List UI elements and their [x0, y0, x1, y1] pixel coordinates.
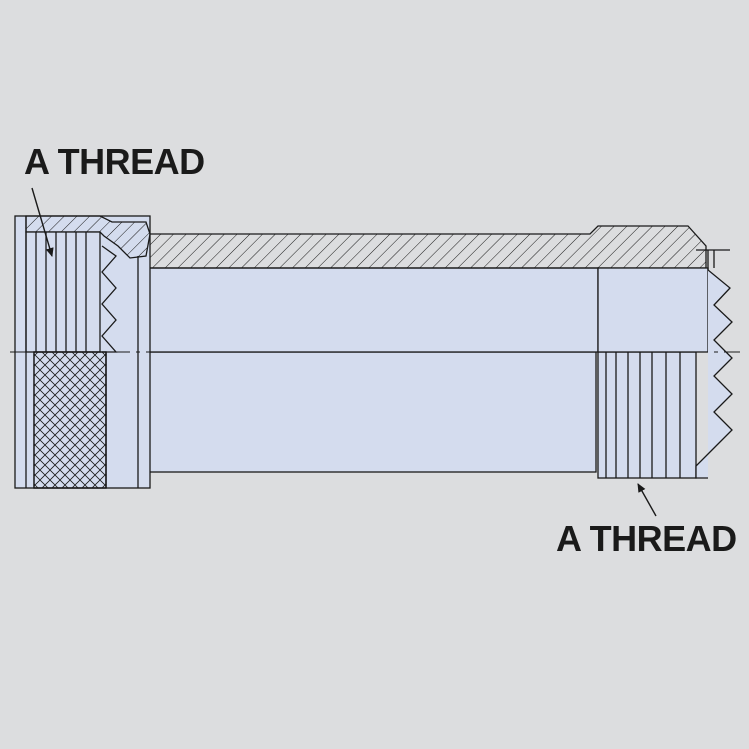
- rear-threads: [695, 250, 733, 479]
- coupling-internal-threads: [101, 245, 118, 353]
- bottom-thread-label: A THREAD: [556, 518, 737, 559]
- rear-thread-lines: [605, 352, 681, 478]
- front-thread-lines: [35, 232, 87, 352]
- bottom-leader-arrow: [637, 483, 657, 517]
- top-thread-label: A THREAD: [24, 141, 205, 182]
- body-bore: [137, 267, 599, 353]
- rear-bore: [597, 267, 709, 353]
- body-wall-section: [136, 225, 707, 269]
- rear-thread-body: [597, 351, 697, 479]
- front-thread-block: [25, 231, 101, 353]
- top-leader-arrow: [31, 187, 54, 257]
- body-lower: [145, 351, 597, 473]
- knurled-grip: [33, 351, 107, 489]
